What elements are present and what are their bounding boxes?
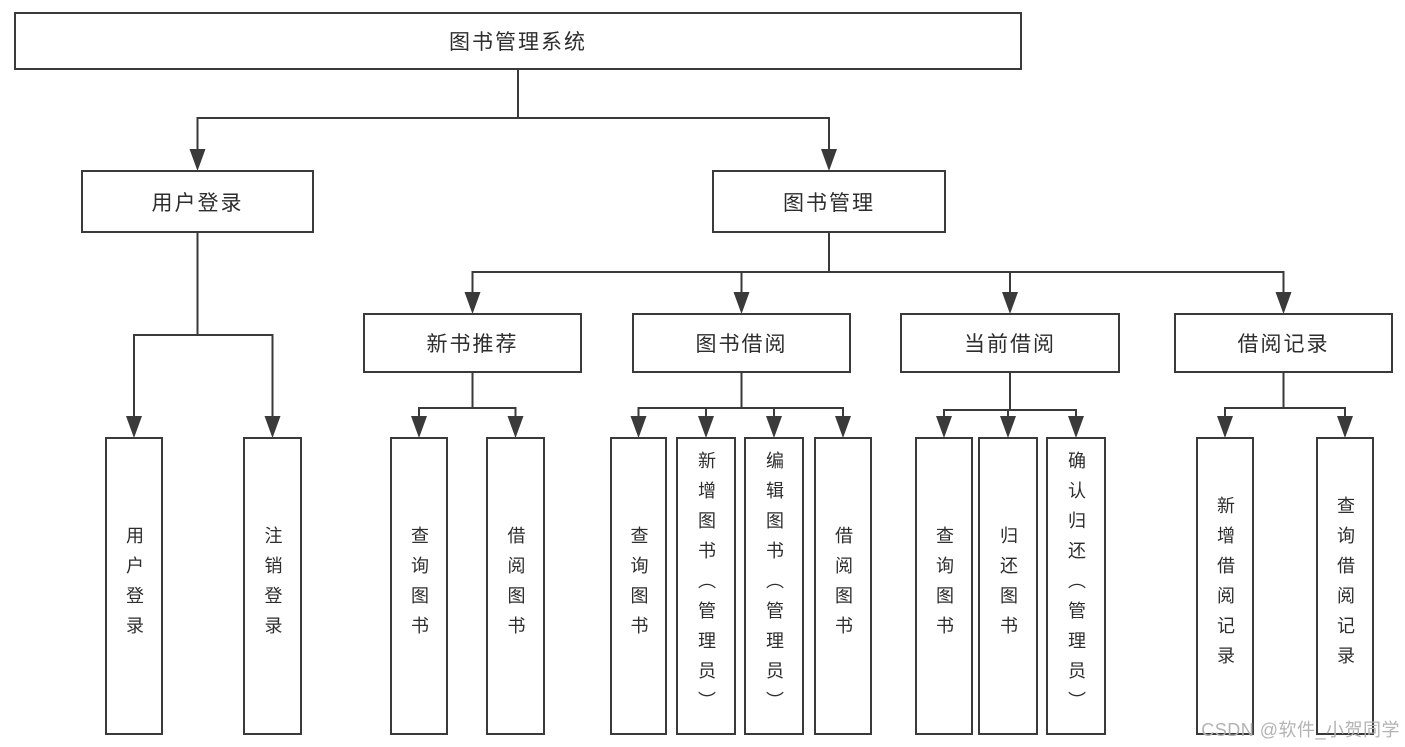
node-current-borrow: 当前借阅 [900, 313, 1120, 373]
arrowhead-icon [936, 416, 952, 438]
arrowhead-icon [1217, 416, 1233, 438]
node-borrow-records: 借阅记录 [1174, 313, 1393, 373]
node-label-cb-query: 查询图书 [934, 526, 954, 646]
node-label-borrow-records: 借阅记录 [1237, 333, 1330, 356]
node-nbr-query: 查询图书 [390, 437, 448, 735]
arrowhead-icon [733, 292, 750, 314]
node-label-br-query: 查询借阅记录 [1335, 496, 1355, 676]
node-label-user-login: 用户登录 [151, 191, 244, 215]
arrowhead-icon [766, 416, 782, 438]
arrowhead-icon [126, 416, 142, 438]
node-cb-query: 查询图书 [915, 437, 973, 735]
node-label-bb-query: 查询图书 [628, 526, 649, 646]
node-label-bb-borrow: 借阅图书 [833, 526, 853, 646]
node-new-book-rec: 新书推荐 [363, 313, 582, 373]
arrowhead-icon [189, 149, 206, 171]
node-bb-borrow: 借阅图书 [814, 437, 872, 735]
node-label-cb-return: 归还图书 [998, 526, 1018, 646]
arrowhead-icon [1002, 292, 1018, 314]
node-label-leaf-user-login: 用户登录 [124, 526, 144, 646]
node-cb-confirm: 确认归还（管理员） [1046, 437, 1106, 735]
node-bb-add: 新增图书（管理员） [676, 437, 736, 735]
arrowhead-icon [1068, 416, 1084, 438]
node-leaf-logout: 注销登录 [243, 437, 302, 735]
node-label-nbr-borrow: 借阅图书 [505, 526, 526, 646]
node-br-add: 新增借阅记录 [1196, 437, 1254, 735]
node-label-current-borrow: 当前借阅 [964, 333, 1056, 356]
node-root: 图书管理系统 [14, 12, 1022, 70]
arrowhead-icon [411, 416, 427, 438]
node-leaf-user-login: 用户登录 [105, 437, 163, 735]
arrowhead-icon [507, 416, 524, 438]
arrowhead-icon [464, 292, 481, 314]
node-bb-query: 查询图书 [610, 437, 667, 735]
arrowhead-icon [264, 416, 281, 438]
arrowhead-icon [698, 416, 714, 438]
node-label-bb-edit: 编辑图书（管理员） [764, 451, 784, 721]
node-label-nbr-query: 查询图书 [409, 526, 429, 646]
watermark: CSDN @软件_小贺同学 [1201, 720, 1400, 740]
node-book-mgmt: 图书管理 [712, 170, 946, 233]
node-label-bb-add: 新增图书（管理员） [696, 451, 716, 721]
node-label-book-mgmt: 图书管理 [783, 191, 875, 215]
arrowhead-icon [1337, 416, 1353, 438]
node-book-borrow: 图书借阅 [632, 313, 851, 373]
arrowhead-icon [1275, 292, 1292, 314]
arrowhead-icon [821, 149, 837, 171]
node-cb-return: 归还图书 [978, 437, 1038, 735]
node-label-br-add: 新增借阅记录 [1215, 496, 1235, 676]
arrowhead-icon [1000, 416, 1016, 438]
node-label-root: 图书管理系统 [449, 31, 587, 54]
node-nbr-borrow: 借阅图书 [486, 437, 545, 735]
node-label-cb-confirm: 确认归还（管理员） [1066, 451, 1086, 721]
node-br-query: 查询借阅记录 [1316, 437, 1374, 735]
node-bb-edit: 编辑图书（管理员） [744, 437, 804, 735]
arrowhead-icon [835, 416, 851, 438]
node-label-leaf-logout: 注销登录 [262, 526, 283, 646]
node-user-login: 用户登录 [81, 170, 314, 233]
arrowhead-icon [630, 416, 647, 438]
node-label-book-borrow: 图书借阅 [695, 333, 788, 356]
node-label-new-book-rec: 新书推荐 [426, 333, 519, 356]
